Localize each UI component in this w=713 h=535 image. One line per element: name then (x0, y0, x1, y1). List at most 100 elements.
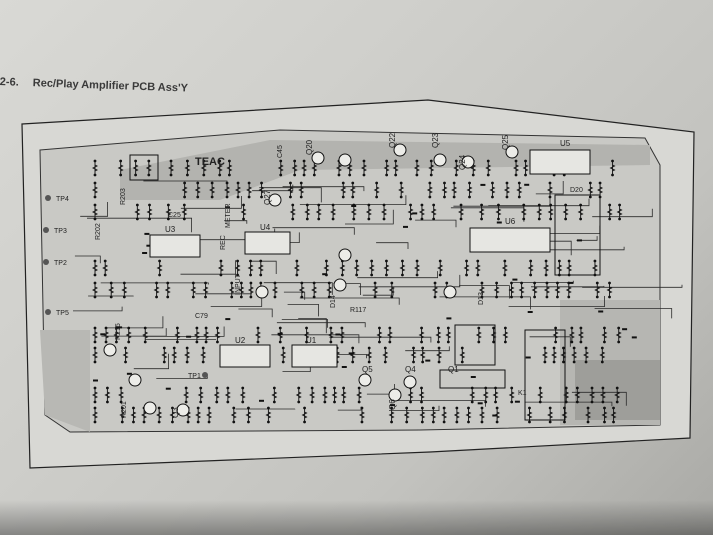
copper-trace (345, 209, 394, 225)
transistor-q23-label: Q23 (431, 132, 440, 148)
capacitor-c79-label: C79 (195, 313, 208, 320)
resistor-symbol (327, 326, 334, 344)
resistor-symbol (430, 203, 437, 221)
capacitor-symbol (277, 332, 283, 335)
resistor-symbol (599, 346, 606, 364)
copper-trace (576, 236, 598, 241)
resistor-symbol (214, 326, 221, 344)
resistor-symbol (418, 386, 425, 404)
resistor-symbol (130, 406, 137, 424)
resistor-symbol (527, 259, 534, 277)
transistor-symbol (176, 403, 190, 417)
resistor-symbol (418, 326, 425, 344)
ic-u1-label: U1 (306, 336, 317, 345)
meter-label: METER (225, 204, 232, 229)
resistor-symbol (125, 326, 132, 344)
capacitor-symbol (477, 402, 483, 405)
resistor-symbol (587, 181, 594, 199)
transistor-symbol (403, 375, 417, 389)
resistor-symbol (174, 326, 181, 344)
resistor-symbol (117, 159, 124, 177)
copper-trace (100, 282, 209, 285)
resistor-symbol (234, 259, 241, 277)
capacitor-symbol (425, 359, 431, 362)
resistor-symbol (340, 181, 347, 199)
resistor-symbol (376, 326, 383, 344)
resistor-symbol (413, 159, 420, 177)
resistor-symbol (330, 203, 337, 221)
resistor-symbol (165, 203, 172, 221)
resistor-symbol (321, 386, 328, 404)
copper-trace (488, 198, 590, 207)
resistor-symbol (293, 259, 300, 277)
capacitor-c25-label: C25 (168, 212, 181, 219)
resistor-symbol (164, 281, 171, 299)
resistor-symbol (577, 326, 584, 344)
resistor-symbol (568, 326, 575, 344)
resistor-symbol (247, 281, 254, 299)
resistor-symbol (368, 259, 375, 277)
ic-u3-label: U3 (165, 225, 176, 234)
resistor-symbol (536, 203, 543, 221)
resistor-symbol (102, 259, 109, 277)
resistor-symbol (91, 386, 99, 404)
resistor-symbol (414, 259, 421, 277)
capacitor-symbol (117, 326, 123, 329)
test-point-tp5: TP5 (45, 309, 69, 317)
resistor-symbol (441, 406, 448, 424)
resistor-symbol (437, 259, 444, 277)
resistor-symbol (104, 386, 111, 404)
resistor-symbol (574, 386, 581, 404)
capacitor-symbol (144, 232, 150, 235)
resistor-symbol (432, 281, 439, 299)
copper-trace (238, 308, 273, 318)
resistor-symbol (571, 346, 578, 364)
resistor-symbol (291, 159, 298, 177)
resistor-symbol (91, 203, 99, 221)
transistor-q5-label: Q5 (362, 365, 373, 374)
resistor-symbol (161, 346, 168, 364)
resistor-symbol (134, 203, 141, 221)
resistor-symbol (463, 259, 470, 277)
resistor-symbol (91, 159, 99, 177)
transistor-symbol (103, 343, 117, 357)
capacitor-symbol (631, 336, 637, 339)
resistor-r202-label: R202 (95, 223, 102, 240)
resistor-symbol (301, 406, 308, 424)
resistor-symbol (298, 181, 305, 199)
transistor-q24-label: Q24 (458, 154, 467, 170)
copper-trace (210, 298, 263, 307)
test-point-tp5-label: TP5 (56, 310, 69, 317)
resistor-symbol (226, 159, 233, 177)
resistor-symbol (508, 281, 515, 299)
resistor-symbol (465, 406, 472, 424)
resistor-symbol (589, 386, 596, 404)
copper-trace (439, 296, 531, 310)
capacitor-symbol (165, 387, 171, 390)
ic-u2-label: U2 (235, 336, 246, 345)
copper-trace (298, 318, 327, 334)
resistor-symbol (360, 159, 367, 177)
resistor-symbol (216, 159, 223, 177)
resistor-symbol (190, 281, 197, 299)
resistor-symbol (445, 326, 452, 344)
copper-trace (376, 242, 409, 249)
capacitor-symbol (514, 400, 520, 403)
relay-k1-label: K1 (518, 390, 527, 397)
resistor-symbol (493, 281, 500, 299)
resistor-symbol (224, 181, 231, 199)
resistor-symbol (469, 386, 476, 404)
resistor-symbol (132, 159, 139, 177)
resistor-symbol (118, 386, 125, 404)
relay-box (454, 324, 496, 366)
resistor-symbol (543, 259, 550, 277)
copper-trace (249, 260, 277, 274)
test-point-tp2: TP2 (43, 259, 67, 267)
copper-trace (287, 304, 319, 317)
capacitor-symbol (142, 252, 148, 254)
table-shadow (0, 500, 713, 535)
resistor-symbol (287, 181, 294, 199)
resistor-symbol (280, 346, 287, 364)
resistor-symbol (615, 326, 622, 344)
